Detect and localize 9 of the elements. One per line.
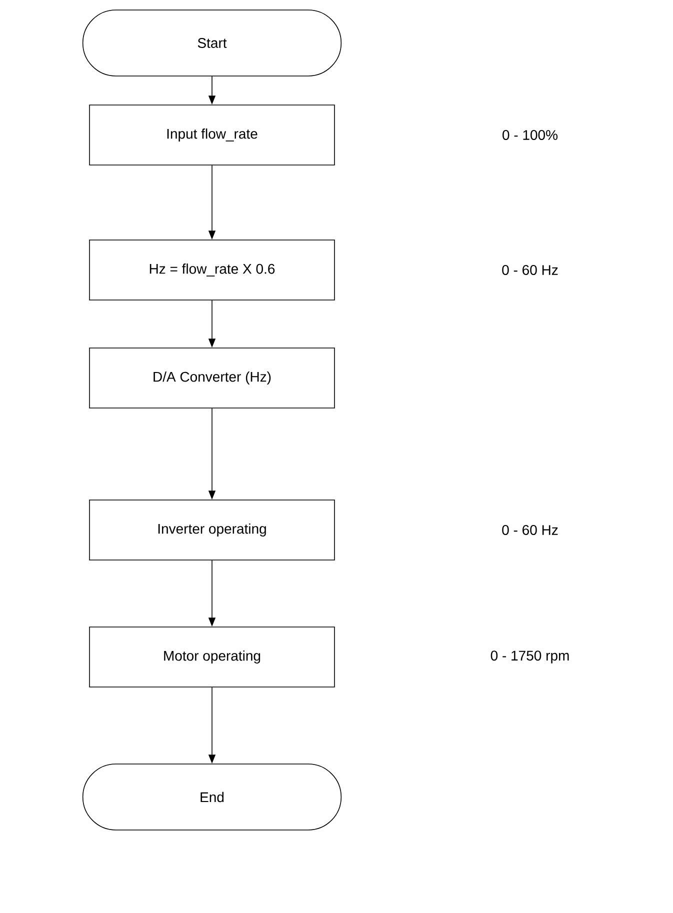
range-label: 0 - 60 Hz	[502, 265, 558, 275]
process-box: Input flow_rate	[89, 104, 335, 166]
process-box: Motor operating	[89, 626, 335, 688]
process-box: D/A Converter (Hz)	[89, 348, 335, 408]
range-label: 0 - 1750 rpm	[490, 650, 569, 664]
process-box: Hz = flow_rate X 0.6	[89, 240, 335, 300]
range-label: 0 - 60 Hz	[502, 525, 558, 535]
process-box: Inverter operating	[89, 500, 335, 560]
range-label: 0 - 100%	[502, 130, 558, 140]
